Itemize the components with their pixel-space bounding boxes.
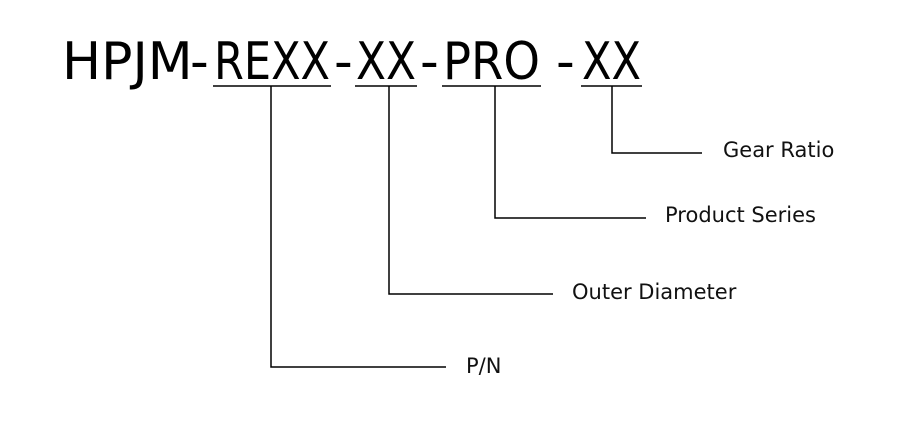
leader-outer-diameter — [388, 86, 553, 295]
code-part-series: PRO — [443, 32, 540, 92]
code-part-pn: REXX — [214, 32, 330, 92]
code-prefix: HPJM — [62, 32, 193, 92]
label-gear-ratio: Gear Ratio — [723, 138, 834, 162]
label-pn: P/N — [466, 354, 501, 378]
leader-product-series — [494, 86, 646, 219]
code-separator-2: - — [334, 32, 353, 92]
label-product-series: Product Series — [665, 203, 816, 227]
leader-pn — [270, 86, 446, 368]
code-separator-1: - — [190, 32, 209, 92]
leader-gear-ratio — [611, 86, 702, 154]
label-outer-diameter: Outer Diameter — [572, 280, 737, 304]
code-part-outer-diameter: XX — [356, 32, 416, 92]
code-separator-4: - — [556, 32, 575, 92]
code-separator-3: - — [420, 32, 439, 92]
code-part-ratio: XX — [582, 32, 641, 92]
